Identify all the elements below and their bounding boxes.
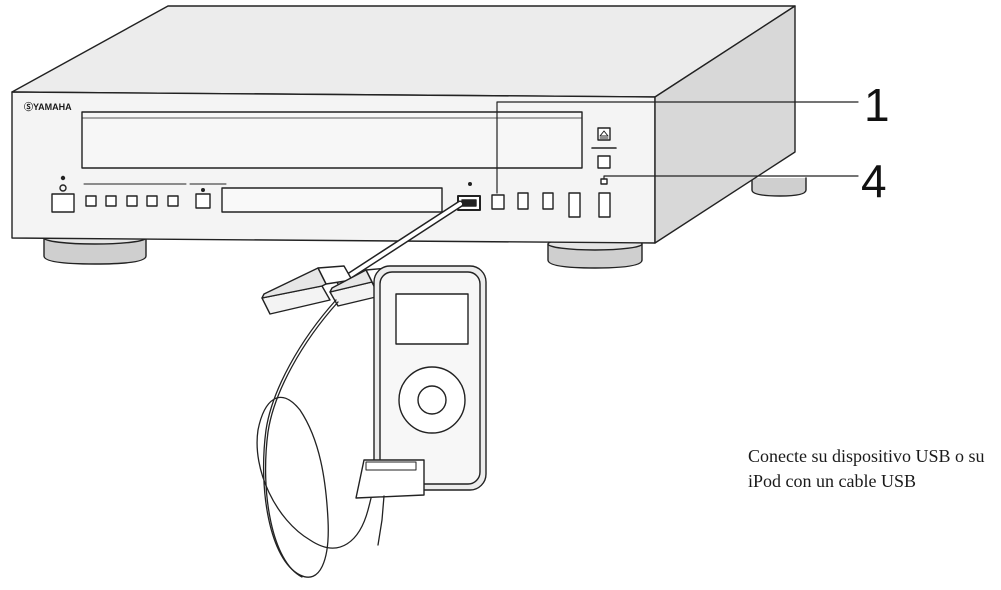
disc-button-2[interactable]: [105, 195, 117, 207]
stop-button[interactable]: [598, 192, 611, 218]
usb-cable-coil: [256, 299, 383, 578]
caption-text: Conecte su dispositivo USB o su iPod con…: [748, 446, 985, 491]
callout-line-1: [496, 101, 859, 194]
ipod-screen: [395, 293, 469, 345]
display-window: [221, 187, 443, 213]
callout-number-1: 1: [864, 79, 890, 131]
eject-icon: [599, 130, 609, 139]
disc-tray: [81, 111, 583, 169]
eject-button[interactable]: [597, 127, 611, 141]
skip-forward-button[interactable]: [542, 192, 554, 210]
ipod-center-button: [417, 385, 447, 415]
pure-direct-button[interactable]: [195, 193, 211, 209]
disc-button-1[interactable]: [85, 195, 97, 207]
usb-plug-left: [261, 265, 353, 315]
callout-line-4: [603, 175, 859, 180]
small-indicator: [600, 178, 608, 185]
disc-button-4[interactable]: [146, 195, 158, 207]
play-pause-button[interactable]: [568, 192, 581, 218]
player-foot-back: [751, 177, 807, 197]
player-side-panel: [654, 5, 796, 244]
callout-number-4: 4: [861, 155, 887, 207]
ipod-illustration: [355, 265, 487, 546]
yamaha-logo: ⓈYAMAHA: [24, 101, 72, 112]
power-button[interactable]: [51, 193, 75, 213]
disc-button-3[interactable]: [126, 195, 138, 207]
skip-back-button[interactable]: [517, 192, 529, 210]
pure-direct-indicator: [200, 187, 205, 192]
source-button[interactable]: [491, 194, 505, 210]
standby-indicator: [60, 175, 66, 181]
play-xchange-button[interactable]: [597, 155, 611, 169]
power-icon: [59, 184, 67, 192]
disc-button-5[interactable]: [167, 195, 179, 207]
